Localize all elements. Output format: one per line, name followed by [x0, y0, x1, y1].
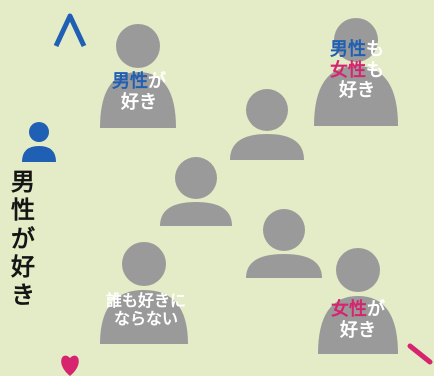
person-silhouette: [160, 157, 232, 226]
label-text: も: [366, 59, 384, 81]
y-axis-label: 男 性 が 好 き: [8, 168, 38, 310]
person-silhouette: [246, 209, 322, 278]
label-text: ならない: [113, 309, 178, 329]
label-text: 好き: [339, 80, 375, 102]
y-axis-char: 性: [11, 196, 35, 225]
person-likes-both: [314, 18, 398, 126]
label-text: 男性: [330, 39, 366, 60]
person-likes-men: [100, 24, 176, 128]
person-likes-women: [318, 248, 398, 354]
label-text: も: [366, 39, 384, 60]
label-likes-both: 男性も 女性も 好き: [316, 39, 398, 102]
label-text: が: [148, 71, 166, 92]
label-text: 好き: [121, 91, 157, 113]
label-likes-women: 女性が 好き: [318, 299, 398, 341]
y-axis-char: き: [11, 281, 35, 310]
label-likes-men: 男性が 好き: [104, 71, 174, 113]
label-likes-nobody: 誰も好きに ならない: [94, 291, 198, 329]
label-text: 女性: [330, 59, 366, 81]
label-text: 好き: [340, 319, 376, 341]
heart-icon: [61, 355, 79, 376]
arrow-right-icon: [407, 343, 433, 365]
label-text: が: [367, 299, 385, 320]
person-icon: [22, 122, 56, 162]
person-likes-nobody: [100, 242, 188, 344]
y-axis-char: 男: [11, 168, 35, 196]
y-axis-char: 好: [11, 252, 35, 281]
person-silhouette: [230, 89, 304, 160]
y-axis-char: が: [11, 224, 35, 253]
label-text: 女性: [331, 299, 367, 320]
y-axis-arrow: [53, 13, 87, 358]
label-text: 男性: [112, 71, 148, 92]
label-text: 誰も好きに: [105, 291, 186, 310]
x-axis-arrow: [70, 343, 433, 365]
